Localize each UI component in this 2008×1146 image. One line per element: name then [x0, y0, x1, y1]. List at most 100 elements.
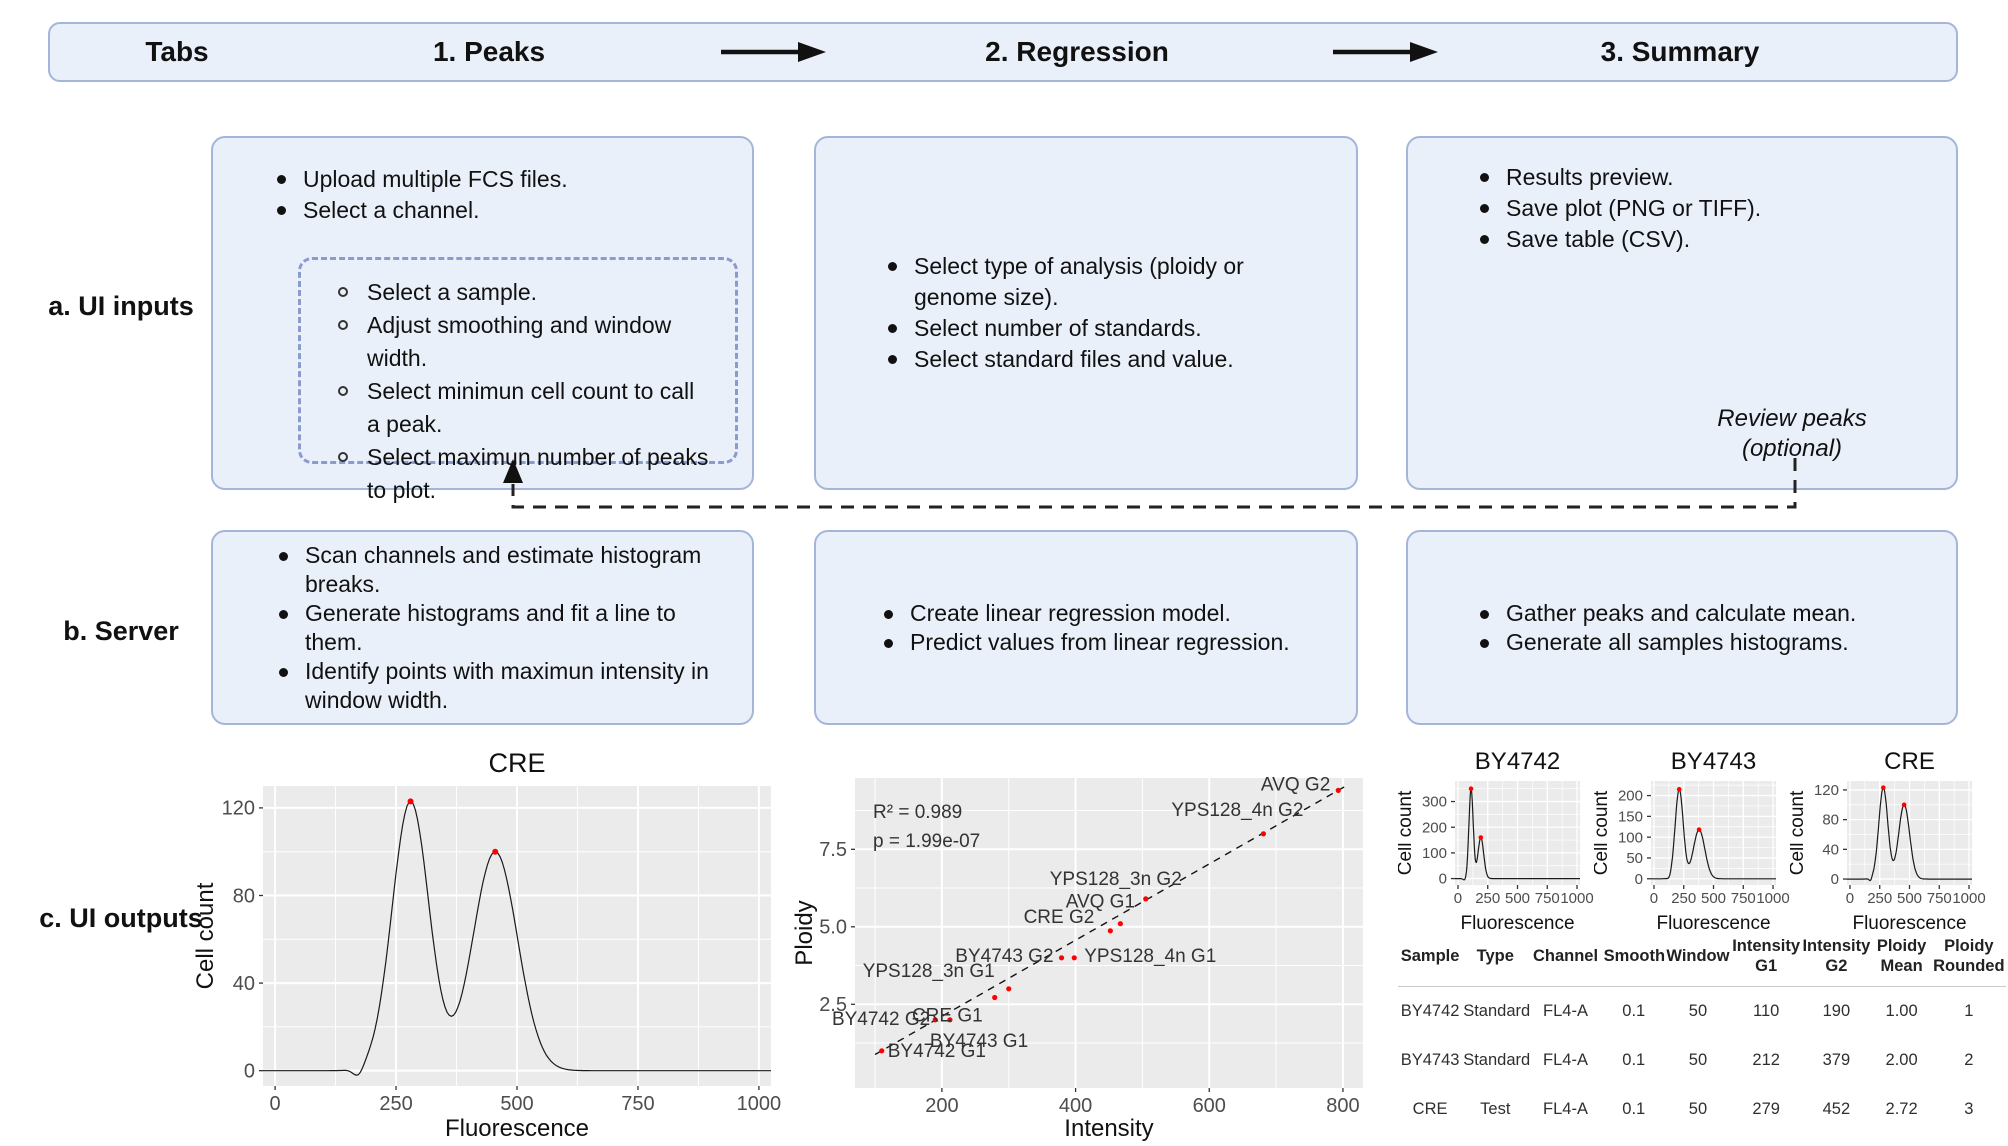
svg-text:5.0: 5.0 [819, 917, 847, 939]
bullet-item: Save plot (PNG or TIFF). [1472, 193, 1956, 224]
svg-text:1000: 1000 [1952, 890, 1985, 907]
svg-text:CRE: CRE [488, 748, 545, 778]
svg-text:250: 250 [1671, 890, 1696, 907]
ui-inputs-peaks-box: Upload multiple FCS files.Select a chann… [211, 136, 754, 503]
server-summary-box: Gather peaks and calculate mean.Generate… [1406, 530, 1958, 725]
arrow-right-icon [1333, 42, 1438, 62]
svg-text:Cell count: Cell count [1398, 790, 1416, 875]
table-cell: 0.1 [1622, 1100, 1646, 1118]
table-cell: 212 [1752, 1051, 1780, 1069]
svg-text:300: 300 [1422, 794, 1447, 811]
svg-text:0: 0 [1454, 890, 1462, 907]
svg-text:BY4743 G1: BY4743 G1 [930, 1031, 1028, 1052]
peaks-input-list: Upload multiple FCS files.Select a chann… [213, 138, 752, 226]
bullet-item: Select type of analysis (ploidy or genom… [880, 251, 1326, 313]
regression-input-list: Select type of analysis (ploidy or genom… [816, 251, 1356, 375]
server-regression-list: Create linear regression model.Predict v… [816, 599, 1356, 657]
table-cell: Standard [1463, 1002, 1531, 1020]
arrow-right-icon [721, 42, 826, 62]
bullet-item: Select number of standards. [880, 313, 1326, 344]
server-peaks-box: Scan channels and estimate histogram bre… [211, 530, 754, 725]
tab-regression[interactable]: 2. Regression [985, 36, 1169, 67]
table-cell: 0.1 [1622, 1051, 1646, 1069]
summary-input-list: Results preview.Save plot (PNG or TIFF).… [1408, 138, 1956, 255]
ui-inputs-summary-box: Results preview.Save plot (PNG or TIFF).… [1406, 136, 1958, 490]
tab-summary[interactable]: 3. Summary [1600, 36, 1760, 67]
svg-text:Intensity: Intensity [1064, 1115, 1153, 1142]
svg-text:1000: 1000 [737, 1093, 782, 1115]
svg-text:1000: 1000 [1756, 890, 1789, 907]
step-arrows [721, 42, 1438, 62]
svg-text:50: 50 [1626, 850, 1643, 867]
svg-text:250: 250 [1475, 890, 1500, 907]
row-label-ui-inputs: a. UI inputs [48, 291, 194, 321]
svg-text:YPS128_3n G2: YPS128_3n G2 [1050, 869, 1182, 890]
svg-text:YPS128_4n G1: YPS128_4n G1 [1084, 946, 1216, 967]
svg-text:500: 500 [1897, 890, 1922, 907]
table-cell: BY4743 [1400, 1051, 1460, 1069]
bullet-item: Predict values from linear regression. [876, 628, 1336, 657]
table-cell: 110 [1753, 1002, 1780, 1020]
table-cell: FL4-A [1543, 1100, 1588, 1118]
svg-text:120: 120 [222, 798, 255, 820]
svg-text:200: 200 [1422, 819, 1447, 836]
svg-text:1000: 1000 [1560, 890, 1593, 907]
bullet-item: Results preview. [1472, 162, 1956, 193]
svg-text:0: 0 [1650, 890, 1658, 907]
svg-text:Cell count: Cell count [1790, 790, 1808, 875]
svg-text:AVQ G2: AVQ G2 [1261, 774, 1330, 795]
svg-text:150: 150 [1618, 808, 1643, 825]
svg-text:BY4742 G2: BY4742 G2 [832, 1009, 930, 1030]
svg-text:Ploidy: Ploidy [791, 900, 818, 965]
svg-text:40: 40 [1822, 841, 1839, 858]
svg-text:BY4742 G1: BY4742 G1 [888, 1041, 986, 1062]
svg-text:80: 80 [1822, 812, 1839, 829]
bullet-item: Select a channel. [269, 195, 752, 226]
bullet-item: Select standard files and value. [880, 344, 1326, 375]
svg-text:BY4743 G2: BY4743 G2 [955, 946, 1053, 967]
column-header: Intensity G1 [1732, 937, 1801, 975]
svg-text:120: 120 [1814, 782, 1839, 799]
table-cell: 1 [1964, 1002, 1974, 1020]
svg-text:100: 100 [1422, 845, 1447, 862]
svg-text:250: 250 [1867, 890, 1892, 907]
svg-text:100: 100 [1618, 829, 1643, 846]
tab-flow-bar: Tabs 1. Peaks 2. Regression 3. Summary [48, 22, 1958, 82]
bullet-item: Select maximun number of peaks to plot. [329, 441, 712, 507]
column-header: Sample [1400, 947, 1460, 965]
column-header: Intensity G2 [1802, 937, 1871, 975]
svg-text:Cell count: Cell count [192, 882, 219, 989]
bullet-item: Select a sample. [329, 276, 712, 309]
ui-inputs-regression-box: Select type of analysis (ploidy or genom… [814, 136, 1358, 490]
column-header: Type [1476, 947, 1514, 965]
column-header: Smooth [1603, 947, 1666, 965]
column-header: Window [1666, 947, 1730, 965]
svg-text:YPS128_4n G2: YPS128_4n G2 [1171, 800, 1303, 821]
svg-text:250: 250 [379, 1093, 412, 1115]
svg-text:R² = 0.989: R² = 0.989 [873, 802, 962, 823]
svg-text:500: 500 [1701, 890, 1726, 907]
table-cell: BY4742 [1400, 1002, 1460, 1020]
svg-text:YPS128_3n G1: YPS128_3n G1 [863, 961, 995, 982]
column-header: Channel [1532, 947, 1599, 965]
table-cell: Standard [1463, 1051, 1531, 1069]
table-cell: FL4-A [1543, 1002, 1588, 1020]
svg-text:CRE: CRE [1884, 748, 1935, 775]
tab-peaks[interactable]: 1. Peaks [432, 36, 546, 67]
svg-text:AVQ G1: AVQ G1 [1066, 892, 1135, 913]
svg-text:BY4743: BY4743 [1671, 748, 1756, 775]
svg-text:600: 600 [1193, 1095, 1226, 1117]
svg-text:0: 0 [1831, 871, 1839, 888]
bullet-item: Generate all samples histograms. [1472, 628, 1936, 657]
table-cell: 379 [1822, 1051, 1851, 1069]
bullet-item: Adjust smoothing and window width. [329, 309, 712, 375]
svg-text:200: 200 [1618, 788, 1643, 805]
svg-text:Cell count: Cell count [1594, 790, 1612, 875]
